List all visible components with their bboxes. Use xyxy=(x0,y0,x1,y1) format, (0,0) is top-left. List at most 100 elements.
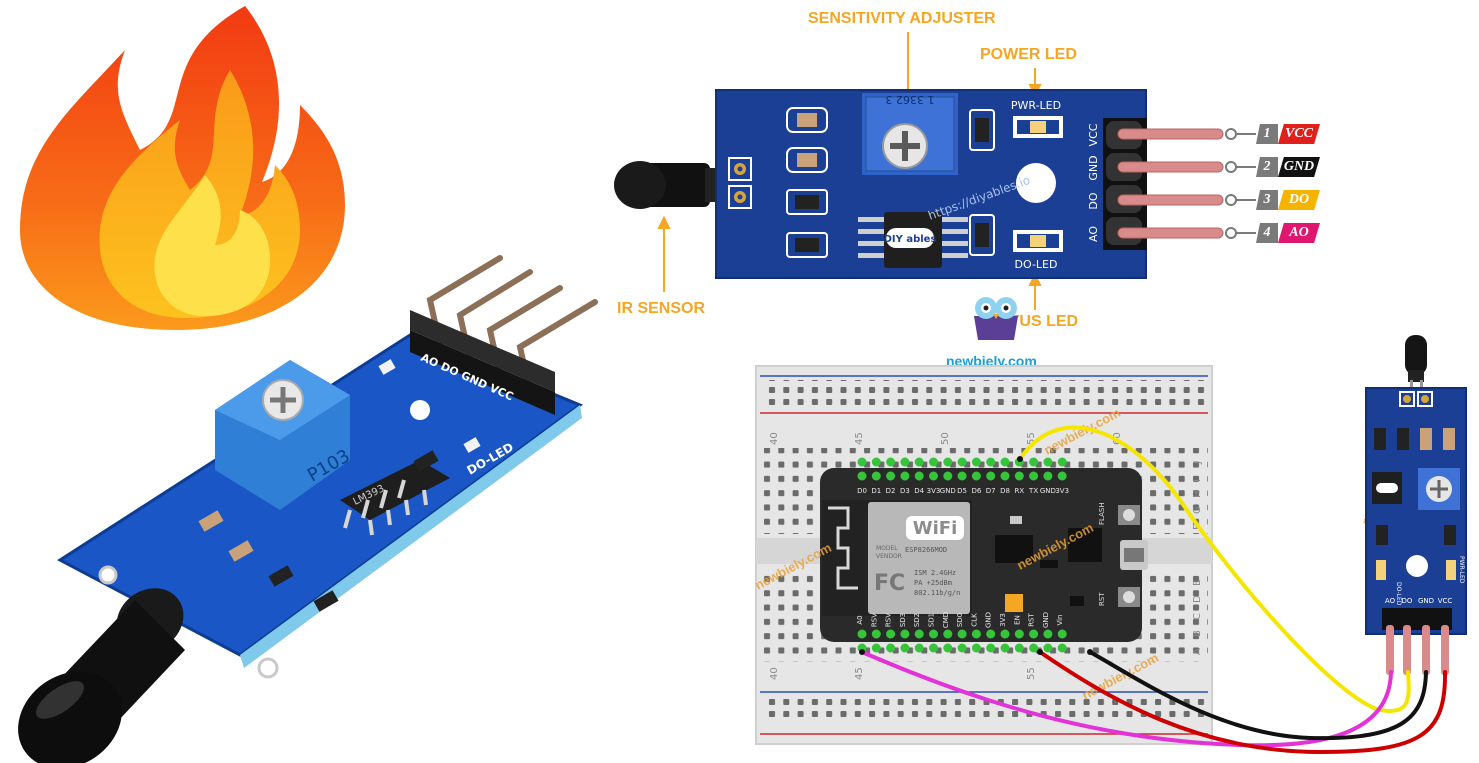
esp-top-pin-4 xyxy=(914,471,924,481)
esp-top-pin-10 xyxy=(1000,471,1010,481)
col-num-40-bottom: 40 xyxy=(769,667,780,680)
esp-top-pin-label-6: GND xyxy=(940,487,956,495)
esp-top-pin-6 xyxy=(943,471,953,481)
pcb-pin-gnd: GND xyxy=(1087,155,1100,180)
col-num-55-bottom: 55 xyxy=(1026,667,1037,680)
pcb-do-label: DO-LED xyxy=(1015,258,1058,271)
esp-top-pin-row2-13 xyxy=(1043,457,1053,467)
esp-bottom-pin-row2-5 xyxy=(929,643,938,653)
mini-pin-do: DO xyxy=(1402,597,1413,605)
esp-bottom-pin-0 xyxy=(857,629,867,639)
esp-top-pin-1 xyxy=(871,471,881,481)
esp-top-pin-row2-10 xyxy=(1000,457,1010,467)
pcb-pot-code: 1 3362 3 xyxy=(886,93,935,106)
row-letter-c: C xyxy=(1192,613,1203,620)
esp-bottom-pin-label-4: SD2 xyxy=(913,613,921,627)
pcb-header: VCC GND DO AO xyxy=(1087,118,1224,250)
mini-sensor-module: DO-LED PWR-LED AO DO GND VCC xyxy=(1365,335,1467,675)
esp-top-pin-row2-8 xyxy=(971,457,981,467)
col-num-45-bottom: 45 xyxy=(854,667,865,680)
pin-tag-4-name: AO xyxy=(1278,223,1320,243)
esp-bottom-pin-row2-9 xyxy=(986,643,996,653)
esp-bottom-pin-row2-8 xyxy=(971,643,981,653)
esp-bottom-pin-label-2: RSV xyxy=(885,613,893,627)
esp-top-pin-row2-12 xyxy=(1029,457,1039,467)
callout-sensitivity: SENSITIVITY ADJUSTER xyxy=(808,10,996,27)
esp-bottom-pin-label-1: RSV xyxy=(870,613,878,627)
esp-top-pin-2 xyxy=(886,471,896,481)
esp-top-pin-13 xyxy=(1043,471,1053,481)
col-num-55-top: 55 xyxy=(1026,432,1037,445)
esp-top-pin-label-12: TX xyxy=(1028,487,1038,495)
callout-ir-sensor: IR SENSOR xyxy=(617,300,706,317)
pin-tag-4: 4 AO xyxy=(1256,223,1320,243)
mini-pin-gnd: GND xyxy=(1418,597,1434,605)
esp-top-pin-label-4: D4 xyxy=(914,487,924,495)
pcb-potentiometer: 1 3362 3 xyxy=(862,93,958,175)
flame-illustration xyxy=(20,6,345,330)
pin-tag-4-num: 4 xyxy=(1256,223,1278,243)
row-letter-b: B xyxy=(1192,630,1203,637)
esp-bottom-pin-10 xyxy=(1000,629,1010,639)
row-letter-i: I xyxy=(1192,479,1203,482)
pcb-chip-logo: DIY ables xyxy=(884,234,937,245)
esp-rst-label: RST xyxy=(1098,592,1106,606)
pcb-pin-do: DO xyxy=(1087,192,1100,209)
esp-top-pin-0 xyxy=(857,471,867,481)
esp-top-pin-3 xyxy=(900,471,910,481)
esp-bottom-pin-12 xyxy=(1029,629,1039,639)
esp-bottom-pin-5 xyxy=(929,629,938,639)
esp-bottom-pin-label-12: RST xyxy=(1028,612,1036,626)
esp-top-pin-label-8: D6 xyxy=(971,487,981,495)
esp-bottom-pin-label-9: GND xyxy=(985,612,993,628)
pcb-pin-ao: AO xyxy=(1087,226,1100,242)
esp-bottom-pin-label-6: CMD xyxy=(942,612,950,628)
esp-top-pin-label-10: D8 xyxy=(1000,487,1010,495)
esp-bottom-pin-label-13: GND xyxy=(1042,612,1050,628)
esp-top-pin-9 xyxy=(986,471,996,481)
esp-bottom-pin-row2-14 xyxy=(1057,643,1067,653)
esp-bottom-pin-7 xyxy=(957,629,967,639)
esp-top-pin-label-3: D3 xyxy=(900,487,910,495)
esp-top-pin-label-9: D7 xyxy=(986,487,996,495)
esp-top-pin-row2-7 xyxy=(957,457,967,467)
row-letter-j: J xyxy=(1192,461,1203,465)
esp-bottom-pin-row2-2 xyxy=(886,643,896,653)
esp-top-pin-label-7: D5 xyxy=(957,487,967,495)
pcb-pwr-label: PWR-LED xyxy=(1011,99,1061,112)
esp-bottom-pin-row2-11 xyxy=(1014,643,1024,653)
col-num-45-top: 45 xyxy=(854,432,865,445)
photo-ir-led xyxy=(18,588,185,763)
esp-flash-label: FLASH xyxy=(1098,502,1106,525)
newbiely-logo-icon xyxy=(974,297,1018,340)
wiring-diagram: 40 45 50 55 60 40 45 55 J I H G F E D C … xyxy=(752,335,1467,755)
esp-bottom-pin-14 xyxy=(1057,629,1067,639)
mini-do-led-label: DO-LED xyxy=(1395,582,1402,606)
esp-top-pin-label-11: RX xyxy=(1014,487,1024,495)
esp-bottom-pin-2 xyxy=(886,629,896,639)
wires xyxy=(860,425,1448,755)
esp-module-label: ESP8266MOD xyxy=(905,546,947,554)
pin-tag-3: 3 DO xyxy=(1256,190,1320,210)
esp-bottom-pin-3 xyxy=(900,629,910,639)
esp-bottom-pin-row2-4 xyxy=(914,643,924,653)
mini-pin-ao: AO xyxy=(1385,597,1396,605)
pcb-power-led: PWR-LED xyxy=(1011,99,1063,138)
esp-top-pin-row2-3 xyxy=(900,457,910,467)
esp-bottom-pin-label-8: CLK xyxy=(970,613,978,627)
esp-top-pin-7 xyxy=(957,471,967,481)
esp-bottom-pin-row2-3 xyxy=(900,643,910,653)
esp-bottom-pin-label-11: EN xyxy=(1013,615,1021,625)
pcb-smd-parts xyxy=(786,107,995,258)
esp-top-pin-row2-1 xyxy=(871,457,881,467)
esp-bottom-pin-4 xyxy=(914,629,924,639)
esp-bottom-pin-label-5: SD1 xyxy=(928,613,936,627)
esp-top-pin-row2-0 xyxy=(857,457,867,467)
row-letter-h: H xyxy=(1192,490,1203,498)
pcb-chip: DIY ables xyxy=(858,212,968,268)
esp-bottom-pin-row2-1 xyxy=(871,643,881,653)
esp-bottom-pin-row2-7 xyxy=(957,643,967,653)
esp-top-pin-12 xyxy=(1029,471,1039,481)
esp-vendor-1: MODEL xyxy=(876,545,898,552)
esp-top-pin-11 xyxy=(1014,471,1024,481)
